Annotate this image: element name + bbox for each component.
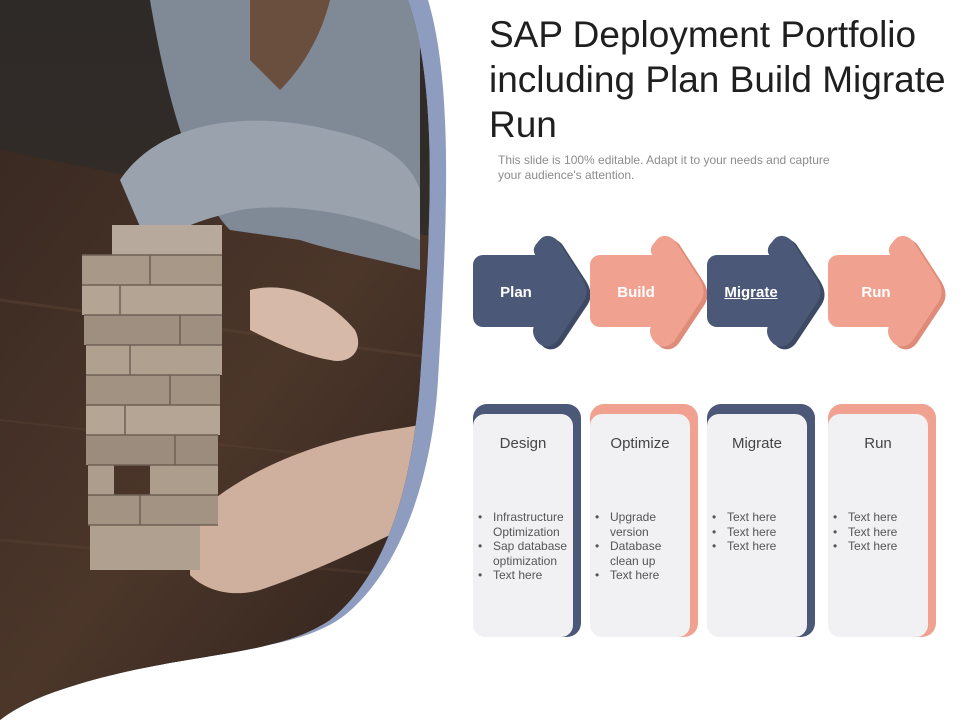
card-design-title: Design [499, 435, 547, 452]
list-item: Database clean up [595, 539, 690, 568]
step-run-label: Run [861, 284, 891, 301]
card-run: Run Text here Text here Text here [828, 404, 936, 637]
step-build-label: Build [617, 284, 655, 301]
step-migrate-shape [707, 235, 825, 350]
card-design: Design Infrastructure Optimization Sap d… [473, 404, 581, 637]
card-migrate-body: Migrate Text here Text here Text here [707, 414, 807, 637]
list-item: Text here [833, 525, 928, 540]
card-migrate-title: Migrate [731, 435, 783, 452]
list-item: Sap database optimization [478, 539, 573, 568]
list-item: Infrastructure Optimization [478, 510, 573, 539]
card-optimize-title: Optimize [610, 435, 670, 452]
step-migrate-label[interactable]: Migrate [724, 284, 778, 301]
step-migrate[interactable] [706, 230, 830, 354]
list-item: Text here [478, 568, 573, 583]
card-run-body: Run Text here Text here Text here [828, 414, 928, 637]
card-optimize-list: Upgrade version Database clean up Text h… [594, 510, 690, 583]
slide-title: SAP Deployment Portfolio including Plan … [489, 14, 946, 145]
card-run-title: Run [864, 435, 892, 452]
list-item: Text here [595, 568, 690, 583]
step-plan-label: Plan [500, 284, 532, 301]
step-build-shape [590, 235, 708, 350]
card-design-body: Design Infrastructure Optimization Sap d… [473, 414, 573, 637]
list-item: Text here [833, 539, 928, 554]
list-item: Text here [712, 525, 807, 540]
step-build[interactable] [589, 230, 713, 354]
card-optimize: Optimize Upgrade version Database clean … [590, 404, 698, 637]
list-item: Text here [712, 539, 807, 554]
list-item: Upgrade version [595, 510, 690, 539]
card-run-list: Text here Text here Text here [832, 510, 928, 554]
step-run[interactable] [827, 230, 951, 354]
card-migrate: Migrate Text here Text here Text here [707, 404, 815, 637]
card-migrate-list: Text here Text here Text here [711, 510, 807, 554]
list-item: Text here [833, 510, 928, 525]
step-run-shape [828, 235, 946, 350]
slide-subtitle: This slide is 100% editable. Adapt it to… [498, 153, 830, 182]
card-design-list: Infrastructure Optimization Sap database… [477, 510, 573, 583]
step-plan[interactable] [472, 230, 596, 354]
step-plan-shape [473, 235, 591, 350]
list-item: Text here [712, 510, 807, 525]
card-optimize-body: Optimize Upgrade version Database clean … [590, 414, 690, 637]
